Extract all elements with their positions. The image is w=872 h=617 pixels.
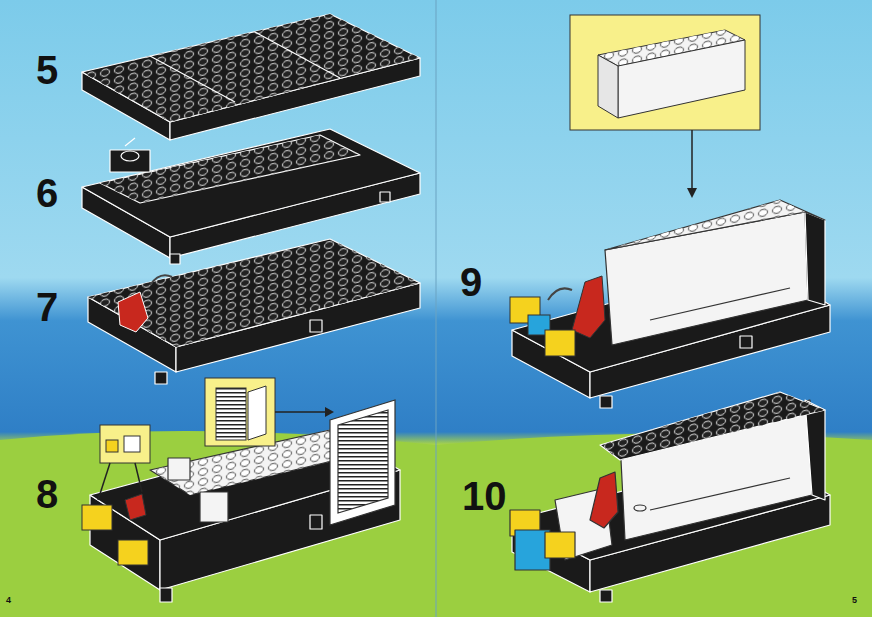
step-number: 9 [460,262,482,302]
base-plate [88,239,420,384]
callout-inset [570,15,760,198]
seat [118,275,172,332]
step-number: 5 [36,50,58,90]
page-fold [436,0,437,617]
page-number: 4 [6,596,11,605]
cab-and-box [510,392,825,570]
lights [82,494,148,565]
base-plate [82,129,420,264]
seat-and-lights [510,276,605,356]
step-number: 6 [36,173,58,213]
step-number: 7 [36,287,58,327]
callout-inset [98,378,334,500]
door-frame [330,400,395,525]
page-number: 5 [852,596,857,605]
base-plate [82,14,420,140]
cargo-box [605,200,825,345]
step-number: 8 [36,474,58,514]
step-number: 10 [462,476,507,516]
